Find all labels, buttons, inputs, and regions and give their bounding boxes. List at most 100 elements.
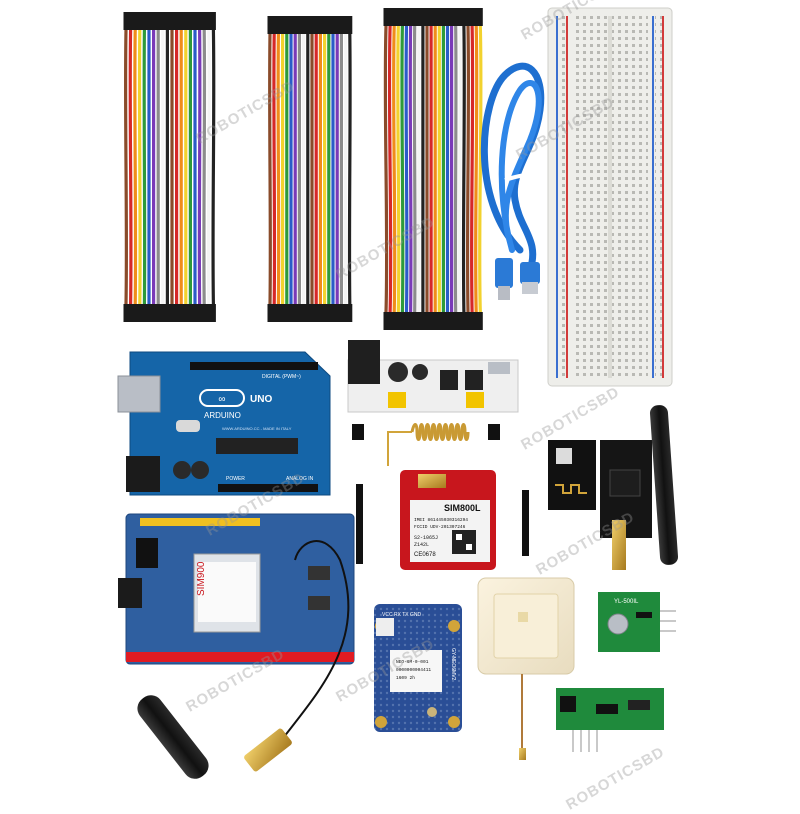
sim800l-ce: CE0678 <box>414 552 436 558</box>
jumper-connector <box>211 12 216 30</box>
jumper-connector <box>160 304 165 322</box>
gps-module: VCC RX TX GND NEO-6M-0-001 0000000004411… <box>374 604 462 732</box>
jumper-connector <box>211 304 216 322</box>
jumper-connector <box>128 12 133 30</box>
jumper-connector <box>174 12 179 30</box>
jumper-connector <box>202 304 207 322</box>
arduino-uno-board: ∞ ARDUINO UNO DIGITAL (PWM~) POWER ANALO… <box>118 352 330 495</box>
qr-code <box>452 530 476 554</box>
dc-jack <box>348 340 380 384</box>
usb-b-plug <box>520 262 540 284</box>
jumper-connector <box>142 304 147 322</box>
jumper-wire <box>385 26 386 312</box>
jumper-connector <box>165 304 170 322</box>
jumper-wire <box>204 30 205 304</box>
jumper-connector <box>170 12 175 30</box>
jumper-wire <box>270 34 271 304</box>
sim800l-code1: S2-1065J <box>414 535 438 541</box>
jumper-wire <box>345 34 346 304</box>
jumper-connector <box>133 304 138 322</box>
jumper-wire <box>410 26 411 312</box>
jumper-connector <box>156 12 161 30</box>
jumper-connector <box>183 12 188 30</box>
gps-chip-line1: NEO-6M-0-001 <box>396 659 429 665</box>
jumper-connector <box>142 12 147 30</box>
jumper-wire <box>414 26 415 312</box>
jumper-wire <box>199 30 200 304</box>
jumper-connector <box>147 304 152 322</box>
jumper-wire <box>459 26 460 312</box>
gps-ceramic-antenna <box>478 578 574 760</box>
gps-pins-label: VCC RX TX GND <box>382 612 421 618</box>
jumper-wire <box>394 26 395 312</box>
sim800l-code2: Z142L <box>414 542 429 548</box>
arduino-model-text: UNO <box>250 394 272 405</box>
gps-side-label: GY-NEO6MV2 <box>450 648 456 681</box>
rf-receiver <box>556 688 664 752</box>
sma-connector-gold <box>243 727 293 772</box>
pin-headers-left <box>356 484 363 564</box>
jumper-connector <box>188 304 193 322</box>
jumper-wire <box>139 30 140 304</box>
gsm-shield-sim900: SIM900 <box>118 514 354 664</box>
arduino-website: WWW.ARDUINO.CC - MADE IN ITALY <box>222 426 292 431</box>
jumper-connector <box>151 12 156 30</box>
sim900-label: SIM900 <box>196 561 207 596</box>
analog-header <box>218 484 318 492</box>
jumper-wire <box>468 26 469 312</box>
atmega-chip <box>216 438 298 454</box>
sma-connector <box>612 520 626 570</box>
jumper-connector <box>193 304 198 322</box>
nrf24l01-small <box>548 440 596 510</box>
jumper-wire <box>208 30 209 304</box>
jumper-connector <box>206 304 211 322</box>
jumper-wire <box>144 30 145 304</box>
usb-a-plug <box>495 258 513 288</box>
jumper-connector <box>165 12 170 30</box>
jumper-connector <box>197 304 202 322</box>
jumper-connector <box>206 12 211 30</box>
jumper-connector <box>179 304 184 322</box>
jumper-wires-male-female <box>384 8 483 330</box>
arduino-brand-text: ARDUINO <box>204 411 241 420</box>
breadboard <box>548 8 672 386</box>
jumper-wire <box>389 26 390 312</box>
jumper-wires-male-male <box>268 16 353 322</box>
jumper-connector <box>147 12 152 30</box>
jumper-wire <box>126 30 127 304</box>
jumper-connector <box>160 12 165 30</box>
jumper-connector <box>151 304 156 322</box>
dc-barrel-jack <box>126 456 160 492</box>
jumper-connector <box>137 304 142 322</box>
nrf-antenna <box>649 405 678 566</box>
jumper-connector <box>193 12 198 30</box>
jumper-connector <box>478 8 483 26</box>
jumper-wire <box>480 26 481 312</box>
jumper-wire <box>463 26 464 312</box>
jumper-wire <box>130 30 131 304</box>
jumper-connector <box>174 304 179 322</box>
jumper-wire <box>349 34 350 304</box>
pin-headers-right <box>522 490 529 556</box>
gps-chip-line3: 1609 2h <box>396 675 415 681</box>
jumper-connector <box>156 304 161 322</box>
jumper-wire <box>398 26 399 312</box>
jumper-wire <box>278 34 279 304</box>
jumper-wire <box>455 26 456 312</box>
jumper-connector <box>133 12 138 30</box>
spring-antenna <box>388 425 468 467</box>
jumper-connector <box>124 304 129 322</box>
digital-header <box>190 362 318 370</box>
jumper-wire <box>402 26 403 312</box>
sim800l-title: SIM800L <box>444 503 481 513</box>
jumper-connector <box>179 12 184 30</box>
rf-module-label: YL-500IL <box>614 599 639 605</box>
jumper-wire <box>476 26 477 312</box>
jumper-wire <box>406 26 407 312</box>
jumper-connector <box>128 304 133 322</box>
jumper-connector <box>188 12 193 30</box>
jumper-connector <box>347 304 352 322</box>
sim800l-imei: IMEI 861445030316294 <box>414 517 468 523</box>
